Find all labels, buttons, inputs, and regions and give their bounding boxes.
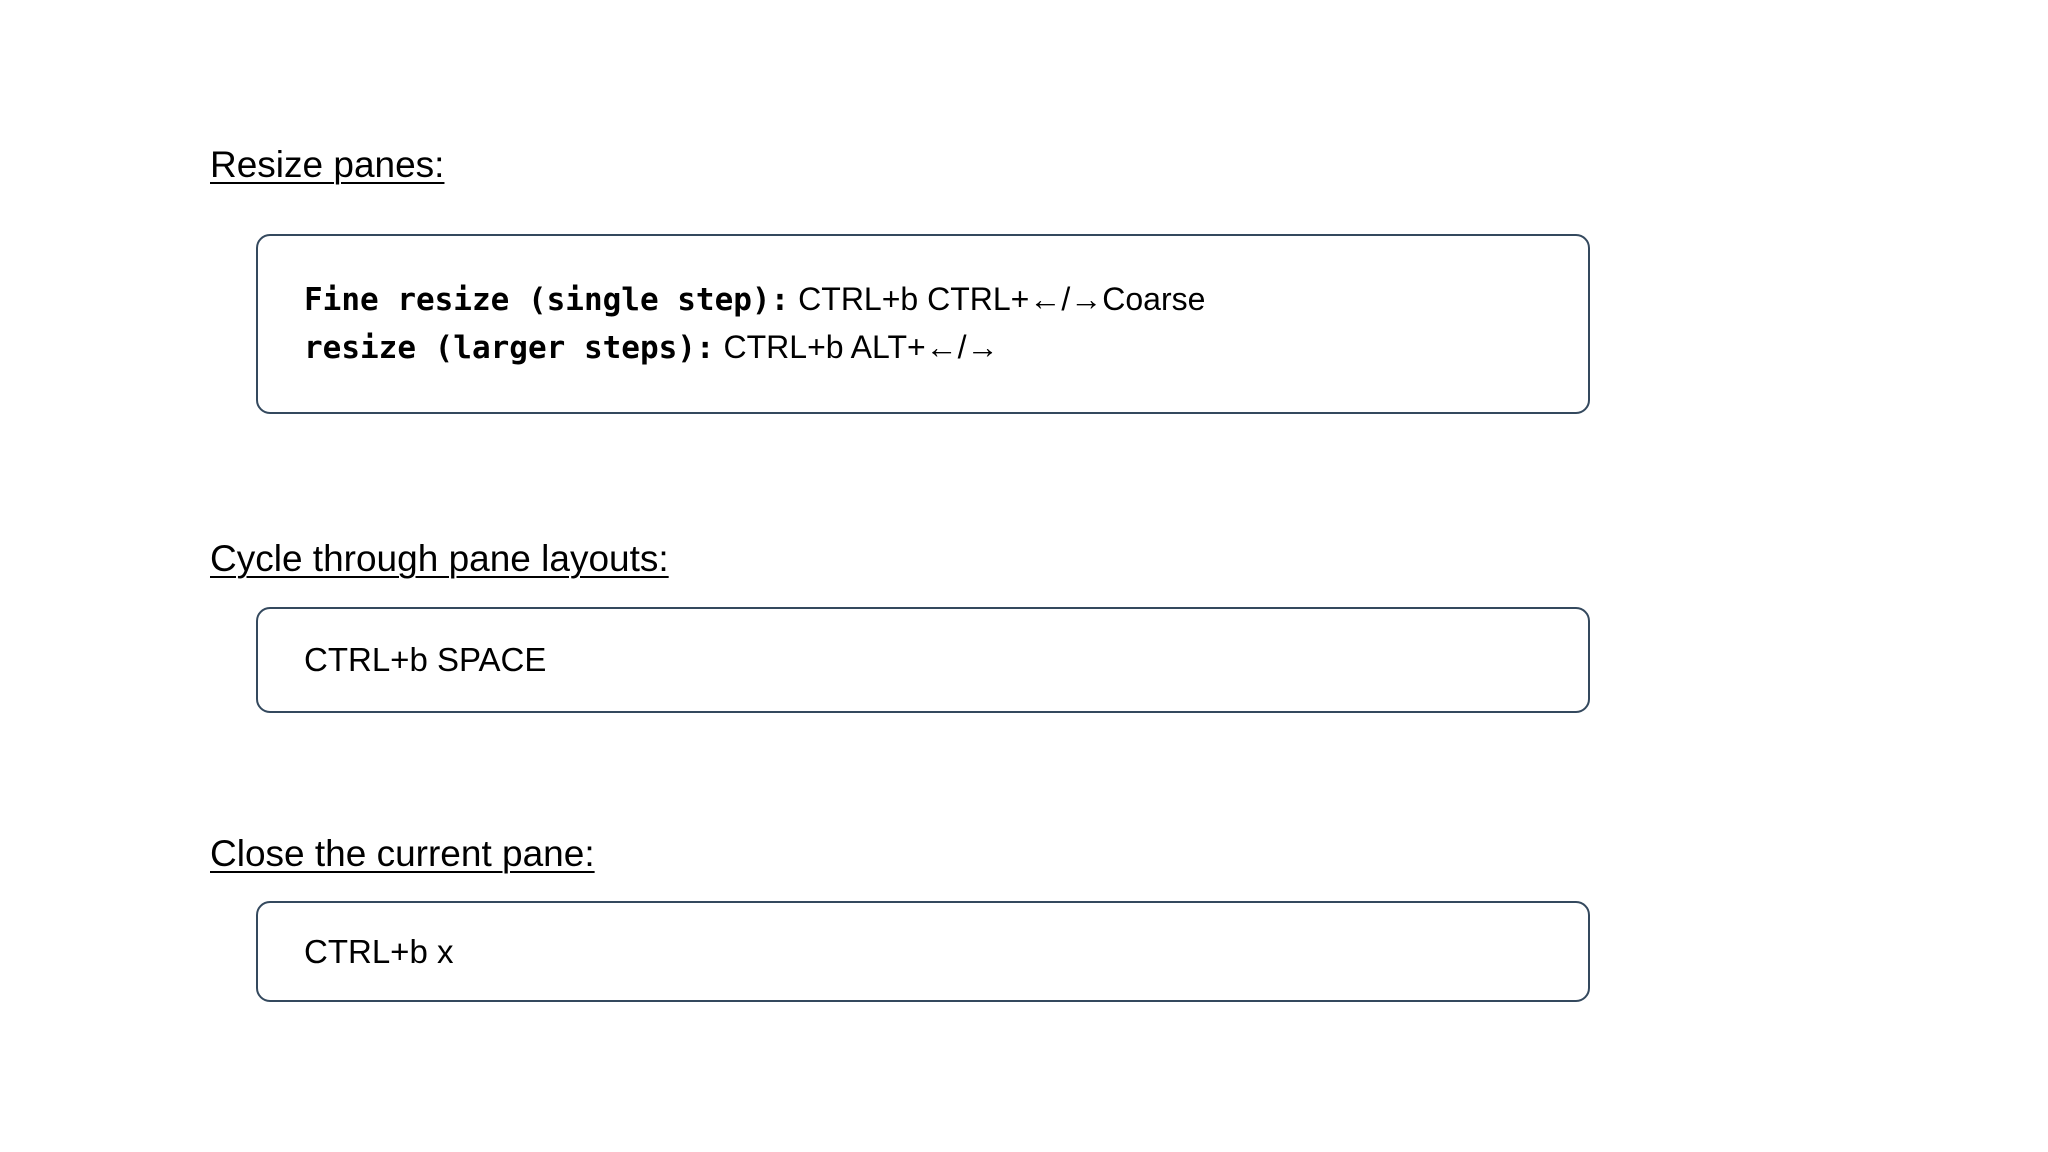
- code-line-label: resize (larger steps):: [304, 330, 715, 366]
- code-box-resize-panes: Fine resize (single step): CTRL+b CTRL+←…: [256, 234, 1590, 414]
- code-block-resize: Fine resize (single step): CTRL+b CTRL+←…: [258, 276, 1225, 372]
- code-line-label: Fine resize (single step):: [304, 282, 790, 318]
- code-box-close-current-pane: CTRL+b x: [256, 901, 1590, 1002]
- code-line: CTRL+b x: [304, 932, 454, 970]
- code-line: CTRL+b SPACE: [304, 641, 547, 678]
- code-line: resize (larger steps): CTRL+b ALT+←/→: [304, 324, 1205, 372]
- code-line: Fine resize (single step): CTRL+b CTRL+←…: [304, 276, 1205, 324]
- section-heading-resize-panes: Resize panes:: [210, 144, 445, 185]
- section-heading-cycle-pane-layouts: Cycle through pane layouts:: [210, 538, 669, 579]
- code-line-value: CTRL+b CTRL+←/→Coarse: [789, 281, 1206, 317]
- section-heading-close-current-pane: Close the current pane:: [210, 833, 595, 874]
- code-line-value: CTRL+b ALT+←/→: [714, 329, 999, 365]
- code-box-cycle-pane-layouts: CTRL+b SPACE: [256, 607, 1590, 713]
